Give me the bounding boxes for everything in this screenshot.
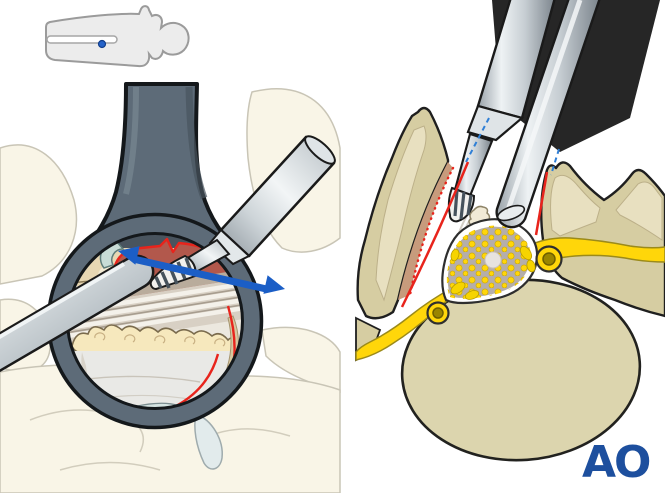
- suction-instrument-right-panel: [495, 0, 601, 229]
- fat-lobule-lines: [94, 332, 226, 347]
- corridor-line-medial: [400, 161, 470, 308]
- prone-patient-outline-icon: [45, 5, 190, 68]
- sweep-motion-arrow: [118, 246, 285, 294]
- burr-tip-right: [447, 186, 476, 223]
- right-panel-axial-section: AO: [355, 0, 665, 488]
- exiting-nerve-root-left: [426, 301, 450, 325]
- dura-tongue-below-ring: [194, 412, 223, 470]
- burr-tip: [149, 254, 197, 291]
- spinous-process-left: [355, 106, 450, 362]
- exiting-nerve-root-right: [535, 245, 563, 273]
- spinous-process-inner: [375, 125, 427, 302]
- annulus-fiber-stripes: [68, 268, 242, 347]
- dura-contour: [79, 375, 201, 383]
- retractor-funnel-highlight: [123, 86, 139, 195]
- burr-instrument-right-panel: [447, 0, 556, 223]
- corridor-line-lateral: [534, 171, 549, 236]
- burr-collar: [208, 228, 251, 266]
- patient-position-indicator: [45, 5, 190, 68]
- suction-tip-bevel: [496, 204, 526, 222]
- conus-center-dot: [484, 251, 502, 269]
- working-channel-dashed-lines: [465, 117, 560, 176]
- lamina-right-inner: [550, 174, 601, 237]
- left-panel-retractor-view: [0, 82, 341, 493]
- cauda-equina-large-rootlets: [450, 245, 536, 300]
- corridor-red-lines: [400, 161, 549, 308]
- burr-shaft-endcap: [304, 135, 336, 165]
- ao-logo: AO: [582, 437, 650, 488]
- retractor-funnel-shade: [185, 86, 208, 200]
- dural-sac: [441, 218, 539, 305]
- burr-neck-right: [453, 132, 494, 198]
- bone-resection-zone: [398, 162, 453, 300]
- burr-handpiece-collar: [466, 104, 525, 142]
- lamina-right-inner-2: [615, 181, 663, 241]
- lamina-right: [540, 161, 665, 318]
- incision-site-dot: [97, 39, 107, 49]
- burr-instrument-left-panel: [149, 135, 336, 291]
- resection-dotted-line: [408, 166, 455, 297]
- arm-slit: [46, 35, 118, 44]
